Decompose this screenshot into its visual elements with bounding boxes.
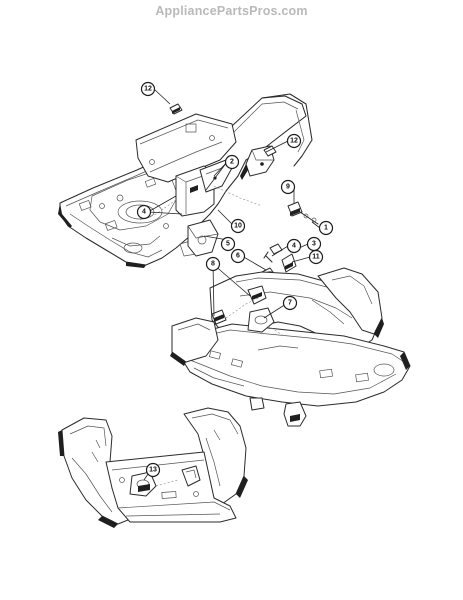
callout-13: 13 (145, 462, 161, 478)
callout-3: 3 (306, 236, 322, 252)
svg-text:9: 9 (286, 184, 290, 191)
callouts: 12 2 12 4 9 10 1 5 4 3 6 (136, 81, 334, 478)
callout-4-left: 4 (136, 204, 152, 220)
callout-6: 6 (230, 248, 246, 264)
svg-text:1: 1 (324, 225, 328, 232)
svg-text:8: 8 (211, 261, 215, 268)
callout-7: 7 (282, 295, 298, 311)
callout-11: 11 (308, 249, 324, 265)
callout-4-right: 4 (286, 238, 302, 254)
svg-text:11: 11 (312, 254, 320, 261)
svg-text:4: 4 (292, 243, 296, 250)
svg-text:5: 5 (226, 241, 230, 248)
svg-text:4: 4 (142, 209, 146, 216)
callout-8: 8 (205, 256, 221, 272)
middle-frame-assembly (170, 267, 411, 427)
svg-text:7: 7 (288, 300, 292, 307)
callout-5: 5 (220, 236, 236, 252)
callout-9: 9 (280, 179, 296, 195)
svg-text:10: 10 (234, 223, 242, 230)
callout-12-right: 12 (286, 133, 302, 149)
svg-text:13: 13 (149, 467, 157, 474)
lower-frame-assembly (58, 407, 248, 528)
upper-frame-assembly (58, 93, 313, 268)
callout-12-top: 12 (140, 81, 156, 97)
svg-text:3: 3 (312, 241, 316, 248)
callout-1: 1 (318, 220, 334, 236)
svg-text:6: 6 (236, 253, 240, 260)
svg-text:12: 12 (144, 86, 152, 93)
watermark-text: AppliancePartsPros.com (155, 4, 308, 18)
svg-text:12: 12 (290, 138, 298, 145)
callout-10: 10 (230, 218, 246, 234)
callout-2: 2 (224, 154, 240, 170)
svg-text:2: 2 (230, 159, 234, 166)
